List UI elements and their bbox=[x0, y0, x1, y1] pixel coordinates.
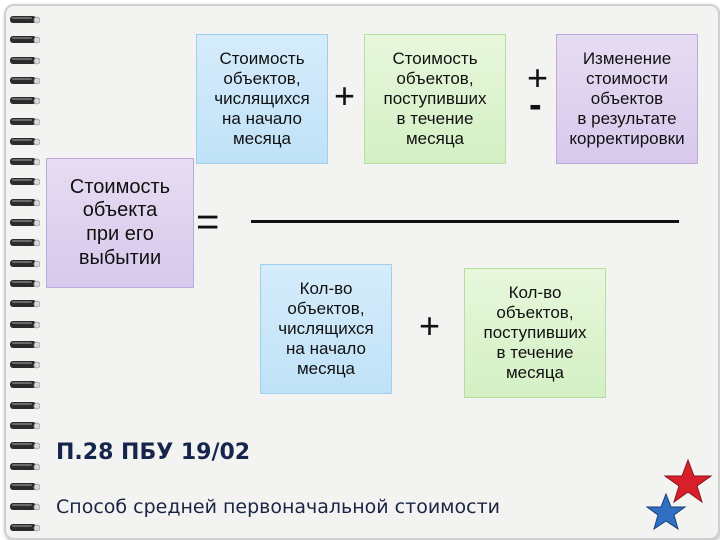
binder-ring bbox=[10, 217, 40, 229]
box-value-at-month-start: Стоимость объектов, числящихся на начало… bbox=[196, 34, 328, 164]
binder-ring bbox=[10, 400, 40, 412]
blue-star-icon bbox=[647, 494, 685, 529]
binder-ring bbox=[10, 278, 40, 290]
binder-ring bbox=[10, 156, 40, 168]
box-value-adjustment: Изменение стоимости объектов в результат… bbox=[556, 34, 698, 164]
binder-ring bbox=[10, 34, 40, 46]
binder-ring bbox=[10, 136, 40, 148]
binder-ring bbox=[10, 461, 40, 473]
box-value-received: Стоимость объектов, поступивших в течени… bbox=[364, 34, 506, 164]
fraction-line bbox=[251, 220, 679, 223]
notebook-page: Стоимость объекта при его выбытии = Стои… bbox=[4, 4, 720, 540]
binder-ring bbox=[10, 14, 40, 26]
box-value-at-disposal-text: Стоимость объекта при его выбытии bbox=[70, 176, 170, 270]
binder-ring bbox=[10, 258, 40, 270]
box-value-at-disposal: Стоимость объекта при его выбытии bbox=[46, 158, 194, 288]
box-count-at-month-start: Кол-во объектов, числящихся на начало ме… bbox=[260, 264, 392, 394]
method-caption: Способ средней первоначальной стоимости bbox=[56, 496, 500, 518]
plus-sign-top: + bbox=[334, 78, 355, 114]
binder-ring bbox=[10, 339, 40, 351]
box-count-received: Кол-во объектов, поступивших в течение м… bbox=[464, 268, 606, 398]
binder-ring bbox=[10, 55, 40, 67]
box-value-at-month-start-text: Стоимость объектов, числящихся на начало… bbox=[214, 49, 309, 149]
binder-ring bbox=[10, 237, 40, 249]
binder-ring bbox=[10, 379, 40, 391]
binder-rings bbox=[6, 6, 50, 538]
stars-decoration bbox=[644, 458, 714, 538]
binder-ring bbox=[10, 440, 40, 452]
binder-ring bbox=[10, 197, 40, 209]
binder-ring bbox=[10, 75, 40, 87]
box-count-received-text: Кол-во объектов, поступивших в течение м… bbox=[483, 283, 586, 383]
plus-sign-bottom: + bbox=[419, 308, 440, 344]
binder-ring bbox=[10, 298, 40, 310]
binder-ring bbox=[10, 359, 40, 371]
box-value-received-text: Стоимость объектов, поступивших в течени… bbox=[383, 49, 486, 149]
binder-ring bbox=[10, 95, 40, 107]
plus-minus-minus: - bbox=[529, 86, 542, 124]
binder-ring bbox=[10, 176, 40, 188]
red-star-icon bbox=[665, 460, 711, 502]
binder-ring bbox=[10, 522, 40, 534]
binder-ring bbox=[10, 501, 40, 513]
binder-ring bbox=[10, 420, 40, 432]
regulation-reference: П.28 ПБУ 19/02 bbox=[56, 440, 250, 465]
box-value-adjustment-text: Изменение стоимости объектов в результат… bbox=[569, 49, 684, 149]
binder-ring bbox=[10, 481, 40, 493]
binder-ring bbox=[10, 319, 40, 331]
binder-ring bbox=[10, 116, 40, 128]
box-count-at-month-start-text: Кол-во объектов, числящихся на начало ме… bbox=[278, 279, 373, 379]
equals-sign: = bbox=[196, 202, 219, 242]
